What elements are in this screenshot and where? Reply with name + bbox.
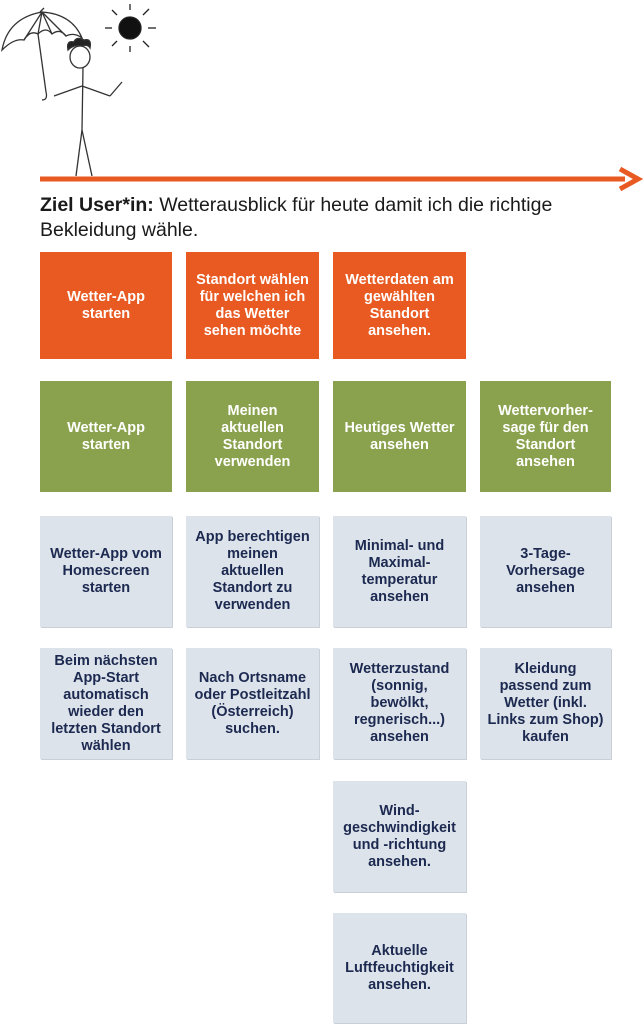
story-card: Aktuelle Luftfeuchtigkeit ansehen. (333, 913, 466, 1023)
activity-card: Wetterdaten am gewählten Standort ansehe… (333, 252, 466, 359)
user-goal: Ziel User*in: Wetterausblick für heute d… (40, 193, 630, 243)
goal-text: Wetterausblick für heute damit ich die r… (40, 194, 553, 241)
task-card: Wettervorher- sage für den Standort anse… (480, 381, 611, 492)
activity-card: Standort wählen für welchen ich das Wett… (186, 252, 319, 359)
task-card: Meinen aktuellen Standort verwenden (186, 381, 319, 492)
story-card: Minimal- und Maximal- temperatur ansehen (333, 516, 466, 627)
task-card: Heutiges Wetter ansehen (333, 381, 466, 492)
stick-figure-icon (53, 37, 123, 177)
story-card: Nach Ortsname oder Postleitzahl (Österre… (186, 648, 319, 759)
task-card: Wetter-App starten (40, 381, 172, 492)
story-card: 3-Tage- Vorhersage ansehen (480, 516, 611, 627)
story-card: Kleidung passend zum Wetter (inkl. Links… (480, 648, 611, 759)
story-card: Wetterzustand (sonnig, bewölkt, regneris… (333, 648, 466, 759)
story-card: Wind- geschwindigkeit und -richtung anse… (333, 781, 466, 892)
timeline-arrow-icon (40, 166, 643, 192)
story-card: Wetter-App vom Homescreen starten (40, 516, 172, 627)
story-card: App berechtigen meinen aktuellen Standor… (186, 516, 319, 627)
persona-illustration (0, 4, 156, 177)
activity-card: Wetter-App starten (40, 252, 172, 359)
goal-label: Ziel User*in: (40, 194, 154, 216)
story-card: Beim nächsten App-Start automatisch wied… (40, 648, 172, 759)
sun-icon (105, 4, 156, 52)
umbrella-icon (0, 7, 84, 101)
